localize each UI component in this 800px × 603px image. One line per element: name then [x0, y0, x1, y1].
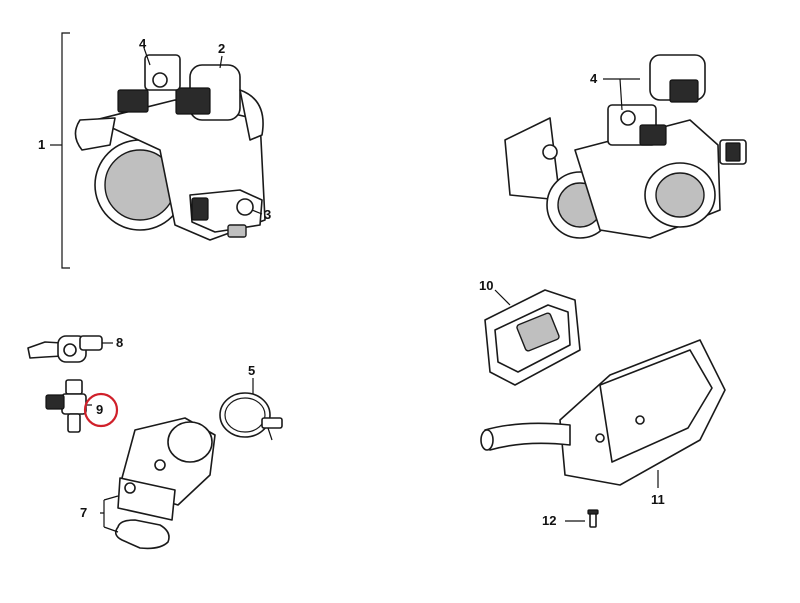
callout-3: 3 — [264, 207, 272, 222]
callout-7: 7 — [80, 505, 88, 520]
part-7-manifold — [114, 417, 216, 550]
leader-4a — [143, 47, 151, 66]
callout-11: 11 — [651, 492, 665, 507]
callout-10: 10 — [479, 278, 494, 293]
part-10-ecu — [484, 289, 581, 386]
part-12-bolt — [587, 509, 599, 528]
throttle-body-left — [74, 54, 266, 241]
leader-2 — [219, 55, 223, 69]
part-11-airbox — [480, 339, 726, 486]
callout-12: 12 — [542, 513, 557, 528]
part-5-clamp — [219, 392, 283, 441]
callout-4a: 4 — [139, 36, 147, 51]
callout-1: 1 — [38, 137, 46, 152]
part-9-injector — [45, 379, 87, 433]
leader-3 — [251, 209, 263, 215]
callout-5: 5 — [248, 363, 256, 378]
callout-4b: 4 — [590, 71, 598, 86]
bracket-part-1 — [61, 32, 70, 269]
leader-10 — [494, 289, 511, 306]
throttle-body-right — [504, 54, 747, 239]
callout-2: 2 — [218, 41, 226, 56]
callout-8: 8 — [116, 335, 124, 350]
leader-7 — [100, 495, 119, 533]
highlight-circle-9 — [83, 392, 119, 428]
part-8-sensor — [27, 335, 103, 363]
leader-4b — [603, 78, 640, 111]
callout-9: 9 — [96, 402, 104, 417]
